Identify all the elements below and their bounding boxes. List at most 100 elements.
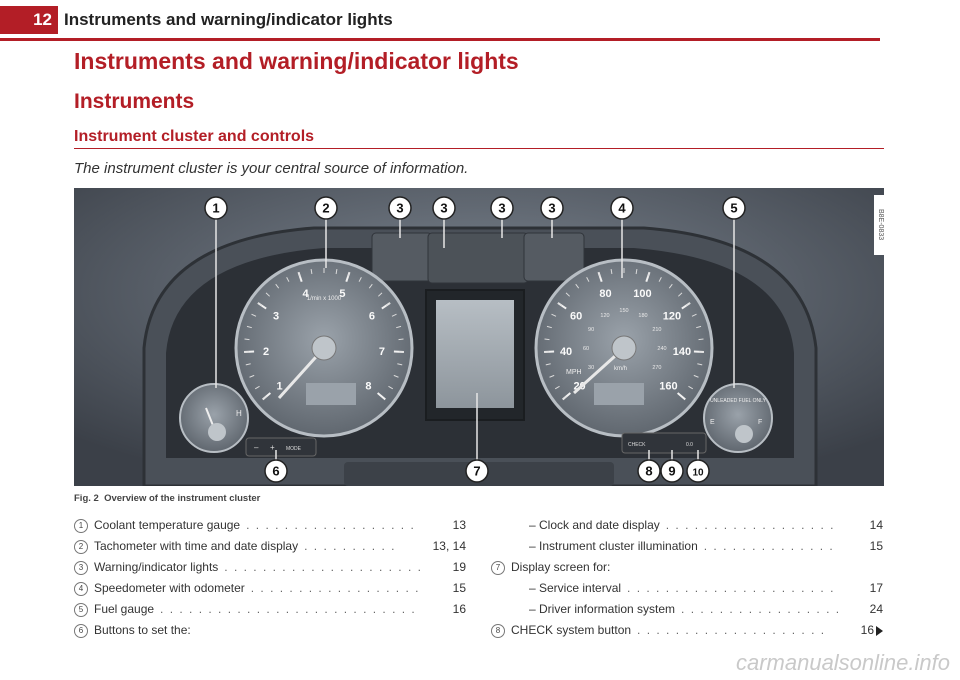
- tachometer-minor-tick: [251, 313, 257, 317]
- legend-text: Buttons to set the:: [94, 623, 191, 637]
- tachometer-unit: 1/min x 1000: [307, 296, 342, 302]
- leader-dots: . . . . . . . . . . . . . . . . . . . . …: [665, 518, 838, 532]
- speedometer-mph-minor-tick: [698, 338, 704, 341]
- header-rule: [0, 38, 880, 41]
- callout-number: 9: [668, 464, 675, 479]
- central-display-screen: [436, 300, 514, 408]
- speedometer-mph-minor-tick: [557, 302, 563, 307]
- speedometer-mph-minor-tick: [562, 395, 567, 400]
- legend-row: – Clock and date display . . . . . . . .…: [491, 518, 883, 539]
- tachometer-tick: [376, 392, 386, 401]
- fuel-label: UNLEADED FUEL ONLY: [710, 398, 767, 404]
- tachometer-label: 3: [273, 310, 279, 322]
- callout-circle: [490, 196, 514, 220]
- callout-number: 2: [322, 201, 329, 216]
- speedometer-unit-kmh: km/h: [614, 366, 627, 372]
- tachometer-minor-tick: [245, 363, 251, 366]
- tachometer-minor-tick: [393, 374, 399, 378]
- running-header-title: Instruments and warning/indicator lights: [64, 10, 393, 29]
- legend-page-ref: 13, 14: [432, 539, 466, 553]
- callout-circle: [314, 196, 338, 220]
- leader-dots: . . . . . . . . . . . . . . . . . . . . …: [681, 602, 838, 616]
- callout-number: 6: [272, 464, 279, 479]
- figure-id: B8E-0833: [874, 195, 884, 255]
- fuel-mark-e: E: [710, 419, 715, 426]
- coolant-hub: [208, 423, 226, 441]
- speedometer-kmh-label: 150: [619, 308, 628, 314]
- legend-number: 8: [491, 624, 505, 638]
- callout-circle: [722, 196, 746, 220]
- legend-text: Speedometer with odometer: [94, 581, 245, 595]
- legend-page-ref: 15: [869, 539, 883, 553]
- tachometer-minor-tick: [275, 283, 280, 289]
- speedometer-unit-mph: MPH: [566, 369, 582, 376]
- legend-page-ref: 16: [861, 623, 883, 637]
- tachometer-minor-tick: [244, 338, 250, 341]
- legend-number: 3: [74, 561, 88, 575]
- tachometer-minor-tick: [254, 385, 260, 390]
- callout-number: 4: [618, 201, 626, 216]
- button-mode-label: MODE: [286, 446, 302, 452]
- button-minus-label: –: [254, 443, 259, 452]
- speedometer-mph-minor-tick: [677, 292, 683, 297]
- page-header: 12 Instruments and warning/indicator lig…: [0, 6, 960, 41]
- callout-number: 1: [212, 201, 219, 216]
- legend-page-ref: 14: [869, 518, 883, 532]
- tachometer-minor-tick: [298, 272, 301, 278]
- speedometer-mph-minor-tick: [544, 338, 550, 341]
- speedometer-mph-minor-tick: [598, 272, 601, 278]
- speedometer-mph-minor-tick: [635, 268, 638, 275]
- legend-right: – Clock and date display . . . . . . . .…: [491, 518, 883, 644]
- leader-dots: . . . . . . . . . . . . . . . . . . . . …: [304, 539, 401, 553]
- legend-number: 7: [491, 561, 505, 575]
- tachometer-minor-tick: [262, 395, 267, 400]
- speedometer-mph-tick: [676, 392, 686, 401]
- figure-caption: Fig. 2 Overview of the instrument cluste…: [74, 493, 260, 504]
- legend-page-ref: 16: [452, 602, 466, 616]
- subsection-rule: [74, 148, 884, 149]
- callout-number: 3: [440, 201, 447, 216]
- legend-number: 2: [74, 540, 88, 554]
- speedometer-mph-label: 60: [570, 310, 582, 322]
- speedometer-kmh-label: 210: [652, 327, 661, 333]
- caption-text: Overview of the instrument cluster: [104, 493, 261, 504]
- tachometer-label: 6: [369, 310, 375, 322]
- fuel-gauge: [703, 383, 773, 453]
- speedometer-mph-label: 160: [659, 380, 677, 392]
- speedometer-mph-minor-tick: [668, 283, 673, 289]
- tachometer-minor-tick: [335, 268, 338, 275]
- speedometer-mph-label: 80: [599, 288, 611, 300]
- tachometer-label: 8: [365, 380, 371, 392]
- speedometer-mph-minor-tick: [688, 385, 694, 390]
- callout-circle: [264, 459, 288, 483]
- watermark: carmanualsonline.info: [735, 650, 950, 675]
- speedometer-kmh-label: 60: [583, 346, 589, 352]
- callout-number: 3: [498, 201, 505, 216]
- warning-panel-left: [371, 232, 433, 282]
- legend-number: 4: [74, 582, 88, 596]
- speedometer-mph-minor-tick: [546, 325, 552, 329]
- tachometer-minor-tick: [398, 338, 404, 341]
- speedometer-hub: [611, 335, 637, 361]
- callout-circle: [388, 196, 412, 220]
- speedometer-kmh-label: 180: [638, 313, 647, 319]
- speedometer-mph-minor-tick: [575, 283, 580, 289]
- callout-circle: [686, 459, 710, 483]
- set-buttons: [245, 437, 317, 457]
- legend-page-ref: 13: [452, 518, 466, 532]
- intro-text: The instrument cluster is your central s…: [74, 160, 469, 177]
- tachometer-minor-tick: [257, 302, 263, 307]
- caption-label: Fig. 2: [74, 493, 99, 504]
- callout-number: 3: [396, 201, 403, 216]
- subsection-heading: Instrument cluster and controls: [74, 128, 315, 145]
- leader-dots: . . . . . . . . . . . . . . . . . . . . …: [224, 560, 420, 574]
- tachometer-label: 2: [263, 346, 269, 358]
- section-subtitle: Instruments: [74, 90, 195, 113]
- tachometer-minor-tick: [347, 272, 350, 278]
